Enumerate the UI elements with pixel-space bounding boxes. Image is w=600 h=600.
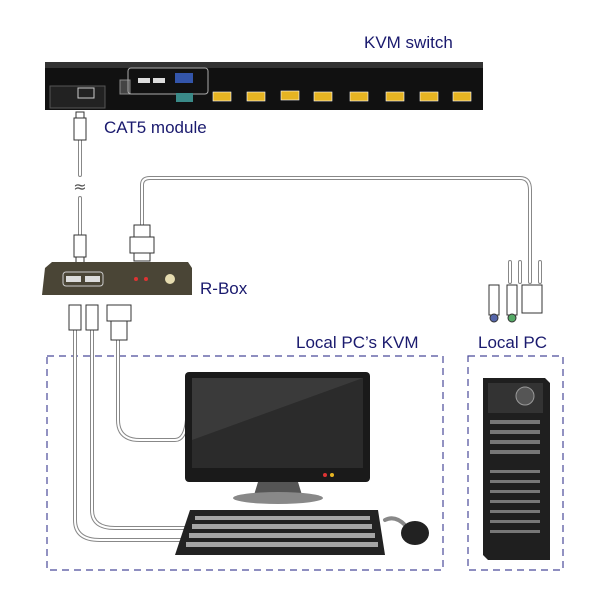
cat5-connector (73, 111, 87, 264)
daisy-chain-port (176, 93, 193, 102)
local-pc-dashed-box (467, 355, 564, 571)
computer-ports (212, 90, 472, 102)
local-pc-connectors (488, 284, 543, 323)
monitor (185, 372, 370, 504)
local-kvm-dashed-box (46, 355, 444, 571)
pc-tower (483, 378, 550, 560)
kvm-switch-label: KVM switch (364, 33, 453, 52)
usb-vga-connectors (68, 304, 132, 341)
r-box-label: R-Box (200, 279, 248, 298)
cat5-module-label: CAT5 module (104, 118, 207, 137)
cable-break-symbol: ≈ (73, 177, 86, 196)
cables (73, 138, 542, 542)
kvm-switch-device (45, 62, 483, 110)
vga-connector (129, 224, 155, 262)
mouse (401, 521, 429, 545)
local-kvm-label: Local PC’s KVM (296, 333, 419, 352)
r-box-device (42, 262, 192, 295)
local-pc-label: Local PC (478, 333, 547, 352)
keyboard (175, 510, 385, 555)
